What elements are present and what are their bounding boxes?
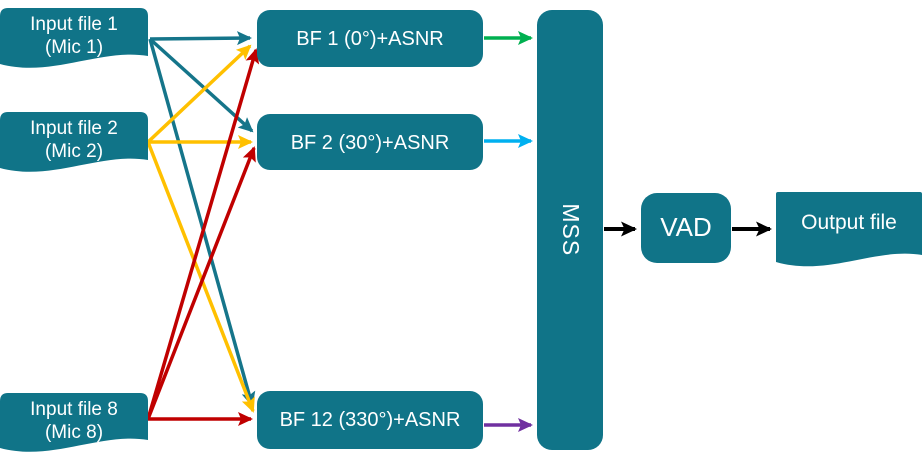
input-file-2-shape	[0, 112, 148, 172]
arrow-input2-to-bf1	[146, 44, 252, 144]
arrow-input1-to-bf1	[149, 31, 252, 46]
arrow-input8-to-bf2	[146, 146, 256, 420]
output-file-shape	[776, 192, 922, 267]
bf12-shape	[257, 391, 483, 449]
arrow-input1-to-bf12	[148, 38, 256, 407]
input-file-1-shape	[0, 8, 148, 68]
bf1-shape	[257, 10, 483, 67]
input-file-8-shape	[0, 393, 148, 452]
arrow-input2-to-bf12	[146, 141, 255, 413]
bf2-shape	[257, 114, 483, 170]
arrow-input8-to-bf1	[146, 48, 260, 420]
vad-shape	[641, 193, 731, 263]
mss-shape	[537, 10, 603, 450]
